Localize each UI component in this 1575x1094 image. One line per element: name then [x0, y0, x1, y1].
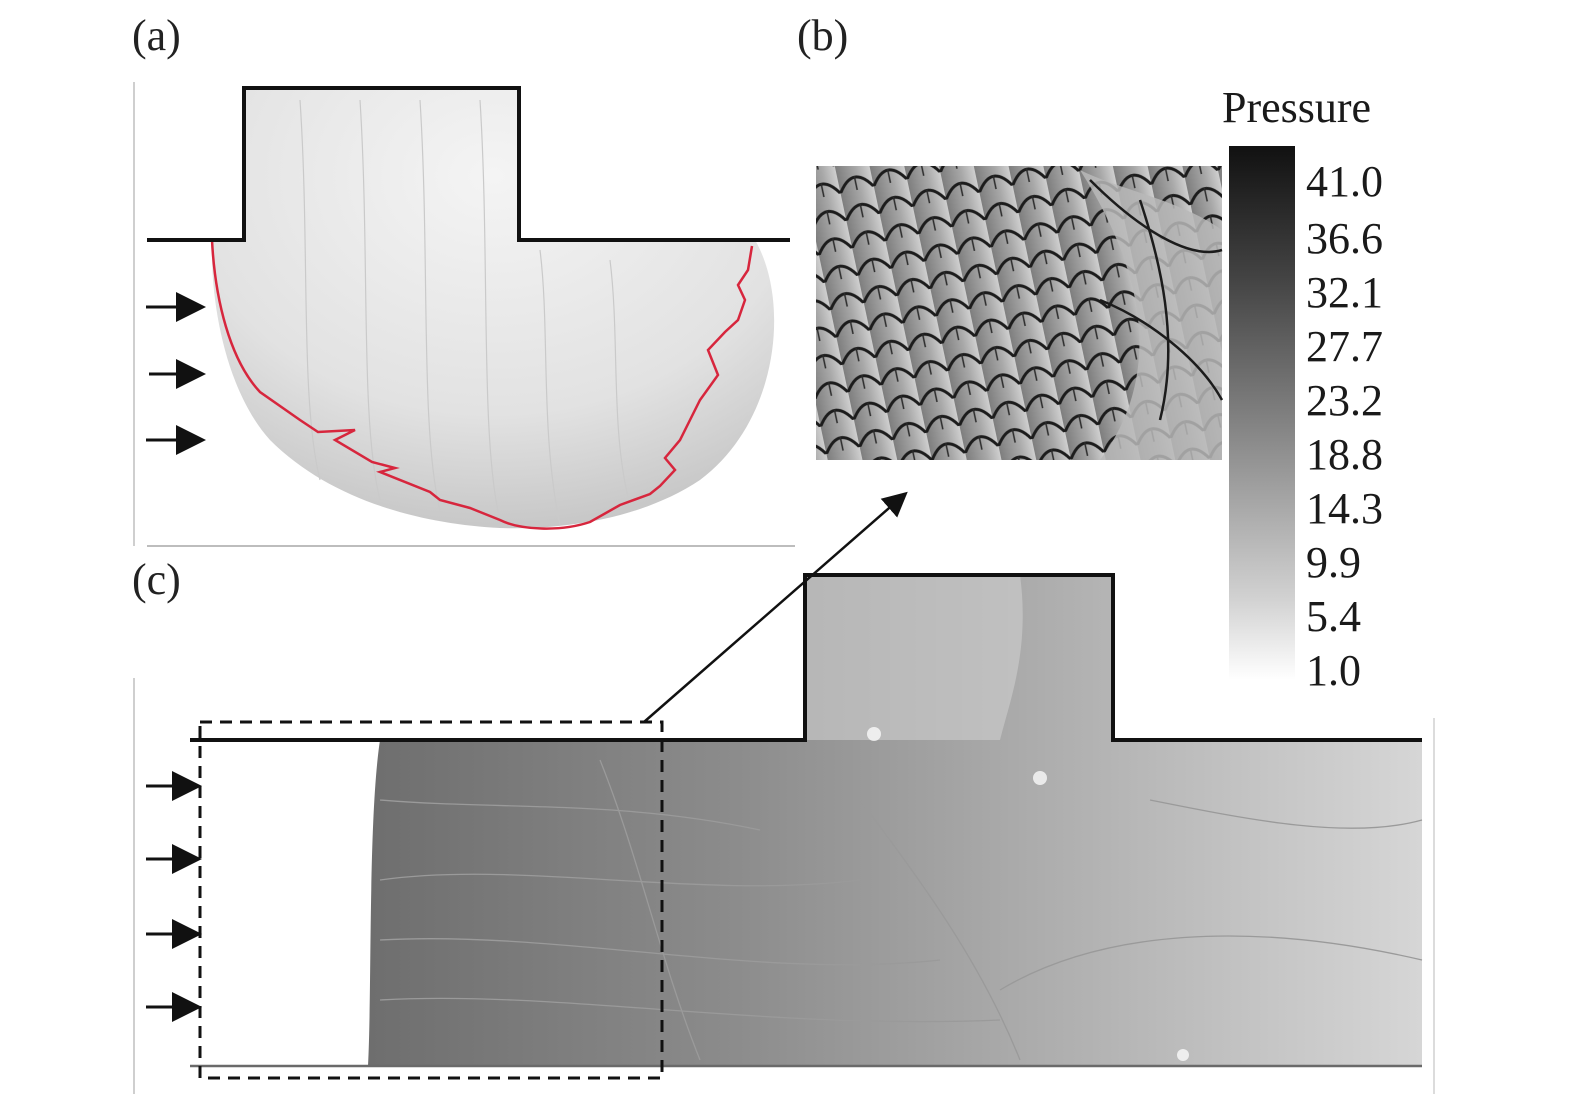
colorbar-tick: 32.1 [1306, 268, 1383, 317]
colorbar-tick: 23.2 [1306, 376, 1383, 425]
colorbar-tick: 36.6 [1306, 214, 1383, 263]
panel-c-upper-branch-light-zone [805, 575, 1023, 740]
colorbar-tick: 14.3 [1306, 484, 1383, 533]
panel-label-c: (c) [132, 555, 181, 604]
panel-label-a: (a) [132, 11, 181, 60]
panel-c-zoom-pointer-arrow [643, 491, 908, 723]
panel-c-zoom-box [198, 720, 664, 1080]
panel-c-inflow-arrows [146, 771, 202, 1022]
colorbar-tick: 41.0 [1306, 157, 1383, 206]
colorbar-tick: 1.0 [1306, 646, 1361, 695]
panel-c-detonation-region [368, 575, 1422, 1066]
colorbar-tick: 18.8 [1306, 430, 1383, 479]
panel-a-plot [133, 82, 795, 547]
panel-b-zoom-image [816, 166, 1224, 460]
colorbar-tick: 5.4 [1306, 592, 1361, 641]
colorbar-tick: 9.9 [1306, 538, 1361, 587]
panel-label-b: (b) [797, 11, 849, 60]
colorbar-title: Pressure [1222, 83, 1372, 132]
panel-a-detonation-front-line [210, 239, 754, 530]
panel-a-channel-wall [147, 86, 790, 242]
panel-b-cell-boundaries [1089, 179, 1224, 421]
panel-a-detonation-region [211, 88, 775, 529]
panel-c-channel-wall [190, 573, 1422, 742]
panel-c-wave-structures [379, 759, 1423, 1061]
panel-b-coarse-cell-region [1080, 170, 1222, 460]
panel-c-plot [133, 491, 1435, 1094]
panel-c-hot-spots [867, 727, 1189, 1061]
colorbar-gradient [1229, 146, 1295, 680]
colorbar-tick: 27.7 [1306, 322, 1383, 371]
panel-a-inflow-arrows [146, 292, 206, 455]
panel-a-wave-structures [299, 99, 631, 526]
